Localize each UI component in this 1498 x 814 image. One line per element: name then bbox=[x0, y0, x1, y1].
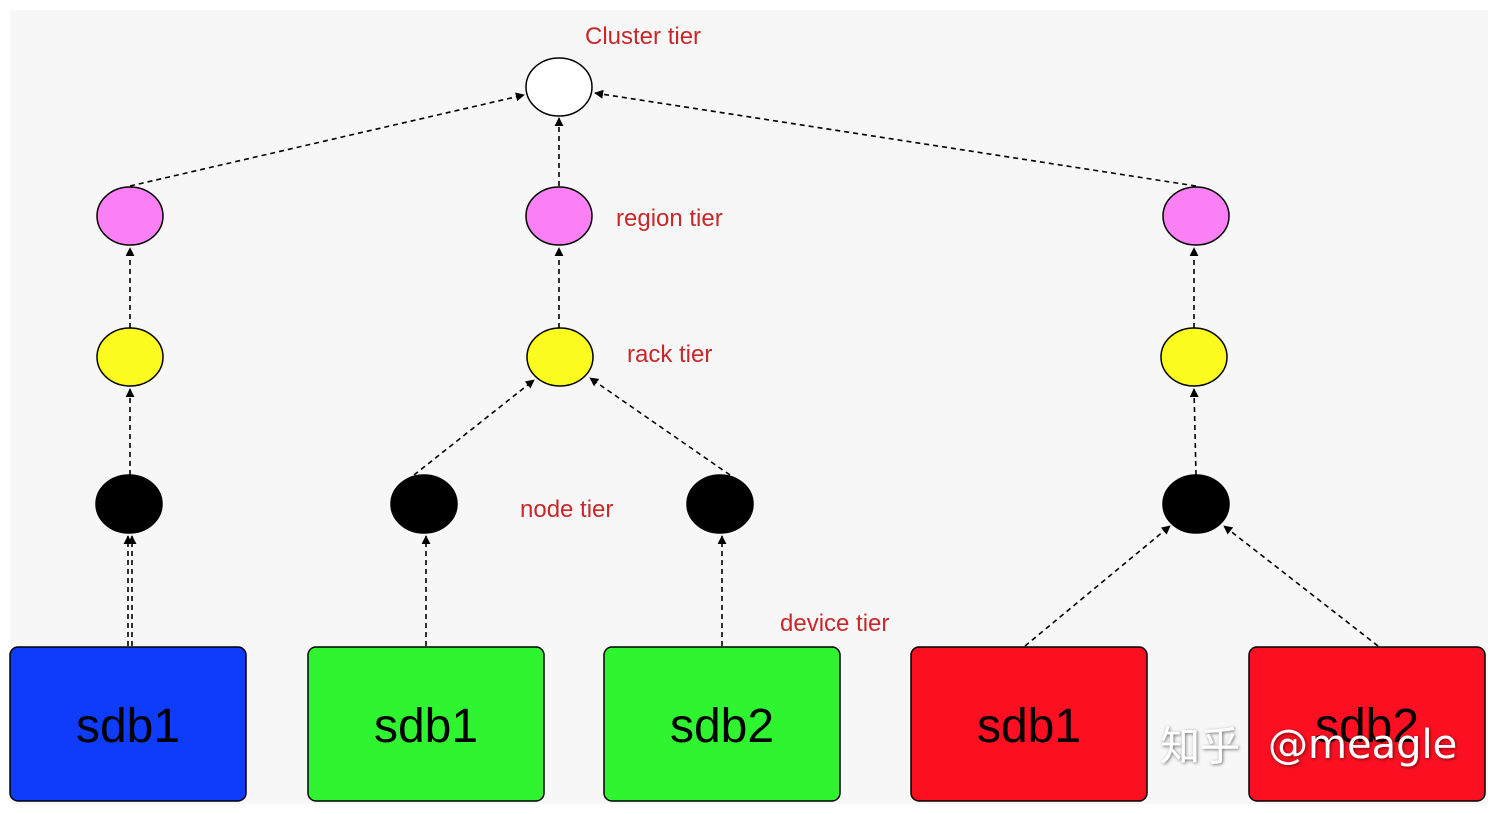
device-rect-3 bbox=[603, 646, 841, 802]
device-label-2: sdb1 bbox=[374, 700, 478, 753]
device-box-2: sdb1 bbox=[307, 646, 545, 802]
zhihu-logo-icon: 知乎 bbox=[1160, 724, 1240, 770]
device-box-1: sdb1 bbox=[9, 646, 247, 802]
device-label-3: sdb2 bbox=[670, 700, 774, 753]
rack-node-3 bbox=[1160, 327, 1228, 387]
device-rect-2 bbox=[307, 646, 545, 802]
device-box-5: sdb2 bbox=[1248, 646, 1486, 802]
device-label-1: sdb1 bbox=[76, 700, 180, 753]
watermark-handle: @meagle bbox=[1268, 722, 1457, 768]
region-node-3 bbox=[1162, 186, 1230, 246]
region-tier-label: region tier bbox=[616, 205, 723, 232]
rack-node-1 bbox=[96, 327, 164, 387]
cluster-node bbox=[525, 57, 593, 117]
edge-node3-rack2 bbox=[589, 377, 731, 476]
device-label-5: sdb2 bbox=[1315, 700, 1419, 753]
edge-device4-node4 bbox=[1024, 525, 1171, 647]
rack-tier-label: rack tier bbox=[627, 341, 712, 368]
rack-node-2 bbox=[526, 327, 594, 387]
region-node-2 bbox=[525, 186, 593, 246]
node-tier-node-2 bbox=[390, 474, 458, 534]
device-rect-1 bbox=[9, 646, 247, 802]
device-rect-5 bbox=[1248, 646, 1486, 802]
device-box-3: sdb2 bbox=[603, 646, 841, 802]
device-rect-4 bbox=[910, 646, 1148, 802]
edge-region3-cluster bbox=[594, 89, 1197, 187]
edge-region1-cluster bbox=[129, 92, 525, 187]
device-box-4: sdb1 bbox=[910, 646, 1148, 802]
node-tier-node-1 bbox=[95, 474, 163, 534]
watermark: 知乎 @meagle bbox=[1160, 722, 1457, 770]
node-tier-node-3 bbox=[686, 474, 754, 534]
device-tier-label: device tier bbox=[780, 610, 889, 637]
device-label-4: sdb1 bbox=[977, 700, 1081, 753]
node-tier-label: node tier bbox=[520, 496, 613, 523]
edge-node2-rack2 bbox=[413, 379, 535, 476]
cluster-tier-label: Cluster tier bbox=[585, 23, 701, 50]
node-tier-node-4 bbox=[1162, 474, 1230, 534]
edge-device5-node4 bbox=[1223, 525, 1379, 647]
region-node-1 bbox=[96, 186, 164, 246]
